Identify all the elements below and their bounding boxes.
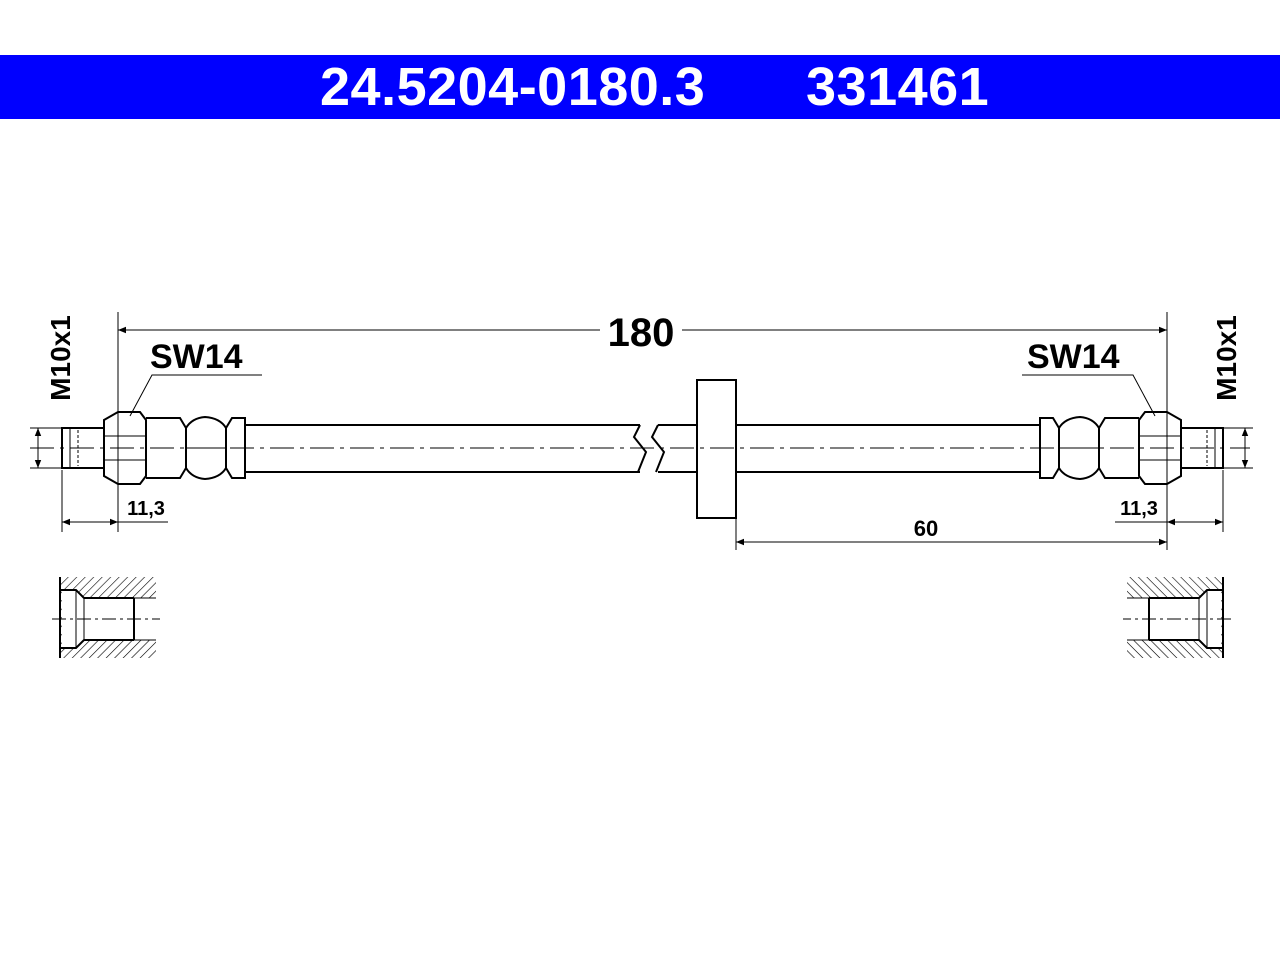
title-bar: 24.5204-0180.3 331461 bbox=[0, 55, 1280, 119]
left-port-section bbox=[52, 577, 160, 658]
right-thread-length-label: 11,3 bbox=[1120, 498, 1158, 520]
bracket-offset-label: 60 bbox=[914, 516, 938, 541]
left-thread-length-label: 11,3 bbox=[127, 498, 165, 520]
hose-segment-left bbox=[245, 424, 648, 473]
right-wrench-size-label: SW14 bbox=[1027, 338, 1120, 376]
left-thread-label: M10x1 bbox=[45, 315, 76, 401]
left-wrench-size-label: SW14 bbox=[150, 338, 243, 376]
extension-lines bbox=[30, 312, 1253, 550]
reference-number: 331461 bbox=[806, 57, 990, 117]
left-wrench-leader bbox=[129, 374, 262, 417]
hose-segment-right bbox=[650, 424, 1040, 473]
right-thread-label: M10x1 bbox=[1211, 315, 1242, 401]
right-port-section bbox=[1123, 577, 1231, 658]
overall-length-label: 180 bbox=[608, 311, 675, 355]
part-number: 24.5204-0180.3 bbox=[320, 57, 706, 117]
mounting-bracket bbox=[696, 379, 737, 519]
right-wrench-leader bbox=[1022, 374, 1156, 417]
